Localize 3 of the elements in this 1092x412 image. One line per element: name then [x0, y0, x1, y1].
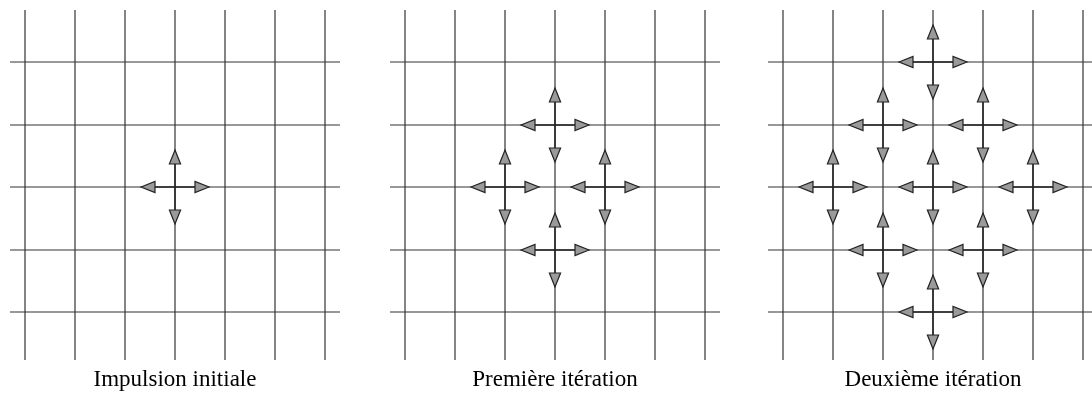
panel-caption: Première itération	[471, 366, 639, 392]
panel-caption: Deuxième itération	[843, 366, 1023, 392]
panel-caption: Impulsion initiale	[92, 366, 258, 392]
